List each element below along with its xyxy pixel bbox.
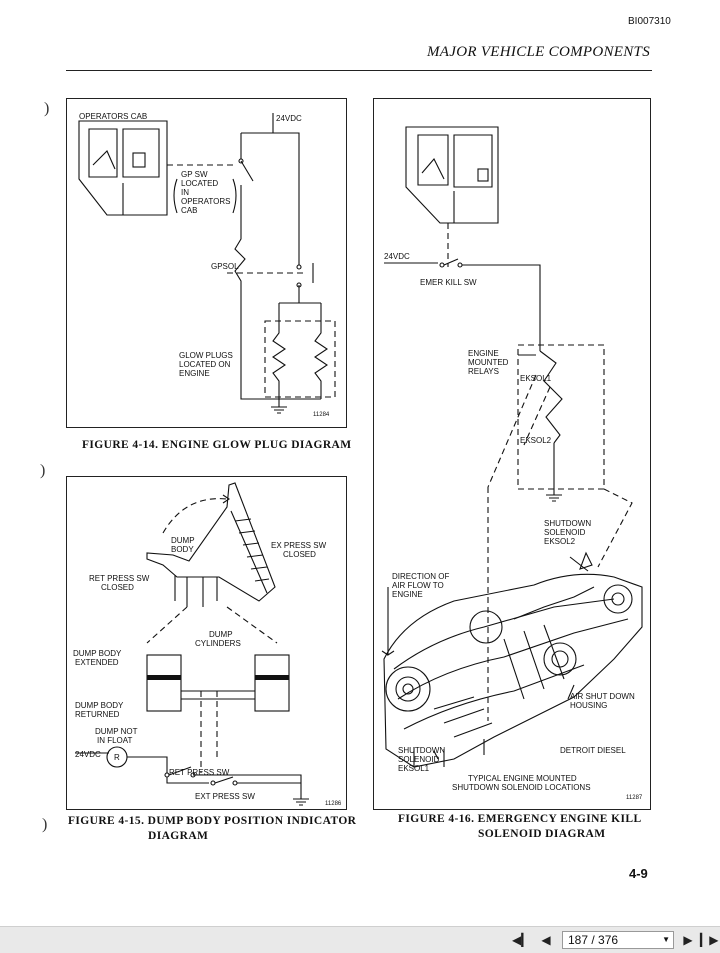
air-shut-down-housing-label: HOUSING	[570, 701, 607, 710]
figure-4-14-panel: OPERATORS CAB 24VDC GP SW LOCATED IN OPE…	[66, 98, 347, 428]
chevron-down-icon: ▼	[662, 935, 670, 944]
dump-body-label: DUMP	[171, 536, 195, 545]
gp-sw-label: GP SW	[181, 170, 208, 179]
gp-sw-label: CAB	[181, 206, 197, 215]
gp-sw-label: LOCATED	[181, 179, 218, 188]
eksol1-label: EKSOL1	[520, 374, 552, 383]
document-page: BI007310 MAJOR VEHICLE COMPONENTS ) ) )	[40, 16, 671, 881]
dump-not-in-float-label: IN FLOAT	[97, 736, 133, 745]
first-page-icon[interactable]: ◀▎	[512, 933, 531, 947]
air-flow-label: DIRECTION OF	[392, 572, 449, 581]
page-indicator: 187 / 376	[568, 933, 619, 947]
page-number: 4-9	[629, 866, 648, 881]
engine-illustration	[383, 551, 643, 768]
last-page-icon[interactable]: ▎▶	[700, 933, 719, 947]
air-flow-label: AIR FLOW TO	[392, 581, 444, 590]
glow-plugs-label: ENGINE	[179, 369, 210, 378]
detroit-diesel-label: DETROIT DIESEL	[560, 746, 626, 755]
air-flow-label: ENGINE	[392, 590, 423, 599]
ext-press-sw-circuit-label: EXT PRESS SW	[195, 792, 255, 801]
engine-mounted-relays-label: ENGINE	[468, 349, 499, 358]
margin-mark: )	[42, 816, 48, 833]
dump-body-diagram: DUMP BODY EX PRESS SW CLOSED RET PRESS S…	[73, 482, 342, 807]
ex-press-sw-label: EX PRESS SW	[271, 541, 327, 550]
dump-body-label: BODY	[171, 545, 194, 554]
figure-4-16-caption: SOLENOID DIAGRAM	[478, 828, 606, 840]
eksol2-label: EKSOL2	[520, 436, 552, 445]
vdc-label: 24VDC	[276, 114, 302, 123]
figure-4-15-caption: FIGURE 4-15. DUMP BODY POSITION INDICATO…	[68, 815, 357, 827]
figure-4-16-caption: FIGURE 4-16. EMERGENCY ENGINE KILL	[398, 813, 642, 825]
glow-plug-diagram: OPERATORS CAB 24VDC GP SW LOCATED IN OPE…	[78, 112, 336, 418]
emer-kill-sw-label: EMER KILL SW	[420, 278, 477, 287]
dump-body-extended-label: DUMP BODY	[73, 649, 122, 658]
pdf-viewer-toolbar: ◀▎ ◀ 187 / 376 ▼ ▶ ▎▶	[0, 926, 720, 953]
dump-body-extended-label: EXTENDED	[75, 658, 119, 667]
gpsol-label: GPSOL	[211, 262, 239, 271]
engine-mounted-relays-label: MOUNTED	[468, 358, 509, 367]
indicator-r-label: R	[114, 753, 120, 762]
shutdown-solenoid-eksol1-label: SOLENOID	[398, 755, 440, 764]
page-selector[interactable]: 187 / 376 ▼	[562, 931, 674, 949]
dump-cylinders-label: CYLINDERS	[195, 639, 241, 648]
glow-plugs-label: LOCATED ON	[179, 360, 231, 369]
vdc-label: 24VDC	[75, 750, 101, 759]
air-shut-down-housing-label: AIR SHUT DOWN	[570, 692, 635, 701]
shutdown-solenoid-eksol1-label: EKSOL1	[398, 764, 430, 773]
ex-press-sw-label: CLOSED	[283, 550, 316, 559]
ret-press-sw-label: CLOSED	[101, 583, 134, 592]
margin-mark: )	[40, 462, 46, 479]
document-id: BI007310	[628, 16, 671, 27]
typical-locations-label: TYPICAL ENGINE MOUNTED	[468, 774, 577, 783]
ret-press-sw-label: RET PRESS SW	[89, 574, 150, 583]
figure-4-15-caption: DIAGRAM	[148, 830, 209, 842]
glow-plugs-label: GLOW PLUGS	[179, 351, 233, 360]
prev-page-icon[interactable]: ◀	[541, 933, 551, 947]
figure-ref: 11286	[325, 801, 342, 807]
shutdown-solenoid-eksol2-label: SHUTDOWN	[544, 519, 591, 528]
figure-ref: 11284	[313, 412, 330, 418]
operators-cab-label: OPERATORS CAB	[79, 112, 147, 121]
figure-4-15-panel: DUMP BODY EX PRESS SW CLOSED RET PRESS S…	[66, 476, 347, 810]
next-page-icon[interactable]: ▶	[683, 933, 693, 947]
dump-body-returned-label: RETURNED	[75, 710, 120, 719]
engine-mounted-relays-label: RELAYS	[468, 367, 499, 376]
gp-sw-label: IN	[181, 188, 189, 197]
shutdown-solenoid-eksol1-label: SHUTDOWN	[398, 746, 445, 755]
dump-cylinders-label: DUMP	[209, 630, 233, 639]
dump-not-in-float-label: DUMP NOT	[95, 727, 138, 736]
typical-locations-label: SHUTDOWN SOLENOID LOCATIONS	[452, 783, 591, 792]
figure-ref: 11287	[626, 795, 643, 801]
header-rule	[66, 70, 652, 71]
margin-mark: )	[44, 100, 50, 117]
emergency-kill-diagram: 24VDC EMER KILL SW ENGINE MOUNTED RELAYS…	[381, 126, 643, 801]
section-title: MAJOR VEHICLE COMPONENTS	[426, 44, 650, 60]
shutdown-solenoid-eksol2-label: EKSOL2	[544, 537, 576, 546]
figure-4-16-panel: 24VDC EMER KILL SW ENGINE MOUNTED RELAYS…	[373, 98, 651, 810]
dump-body-returned-label: DUMP BODY	[75, 701, 124, 710]
figure-4-14-caption: FIGURE 4-14. ENGINE GLOW PLUG DIAGRAM	[82, 439, 352, 451]
gp-sw-label: OPERATORS	[181, 197, 231, 206]
shutdown-solenoid-eksol2-label: SOLENOID	[544, 528, 586, 537]
ret-press-sw-circuit-label: RET PRESS SW	[169, 768, 230, 777]
vdc-label: 24VDC	[384, 252, 410, 261]
